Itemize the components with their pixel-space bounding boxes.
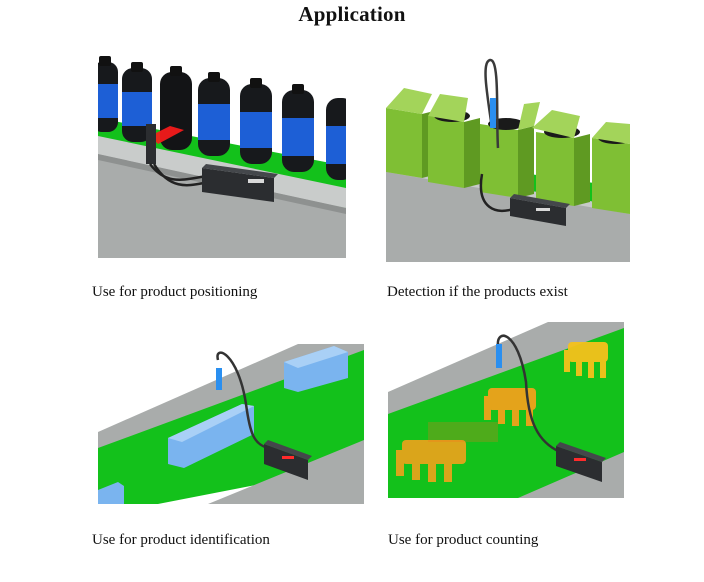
fiber-amplifier xyxy=(556,442,606,482)
caption-detection: Detection if the products exist xyxy=(387,284,568,300)
counting-illustration xyxy=(388,322,624,498)
page-title: Application xyxy=(298,2,406,26)
positioning-illustration xyxy=(98,48,346,258)
identification-illustration xyxy=(98,344,364,504)
caption-counting: Use for product counting xyxy=(388,532,539,548)
caption-positioning: Use for product positioning xyxy=(92,284,258,300)
caption-identification: Use for product identification xyxy=(92,532,270,548)
fiber-amplifier xyxy=(510,194,570,226)
detection-illustration xyxy=(386,58,630,262)
fiber-amplifier xyxy=(264,440,312,480)
box-row xyxy=(386,88,630,214)
fiber-amplifier xyxy=(202,164,278,202)
bottle-row xyxy=(98,56,346,180)
yellow-comb-row xyxy=(396,342,608,482)
blue-part-row xyxy=(98,346,348,504)
